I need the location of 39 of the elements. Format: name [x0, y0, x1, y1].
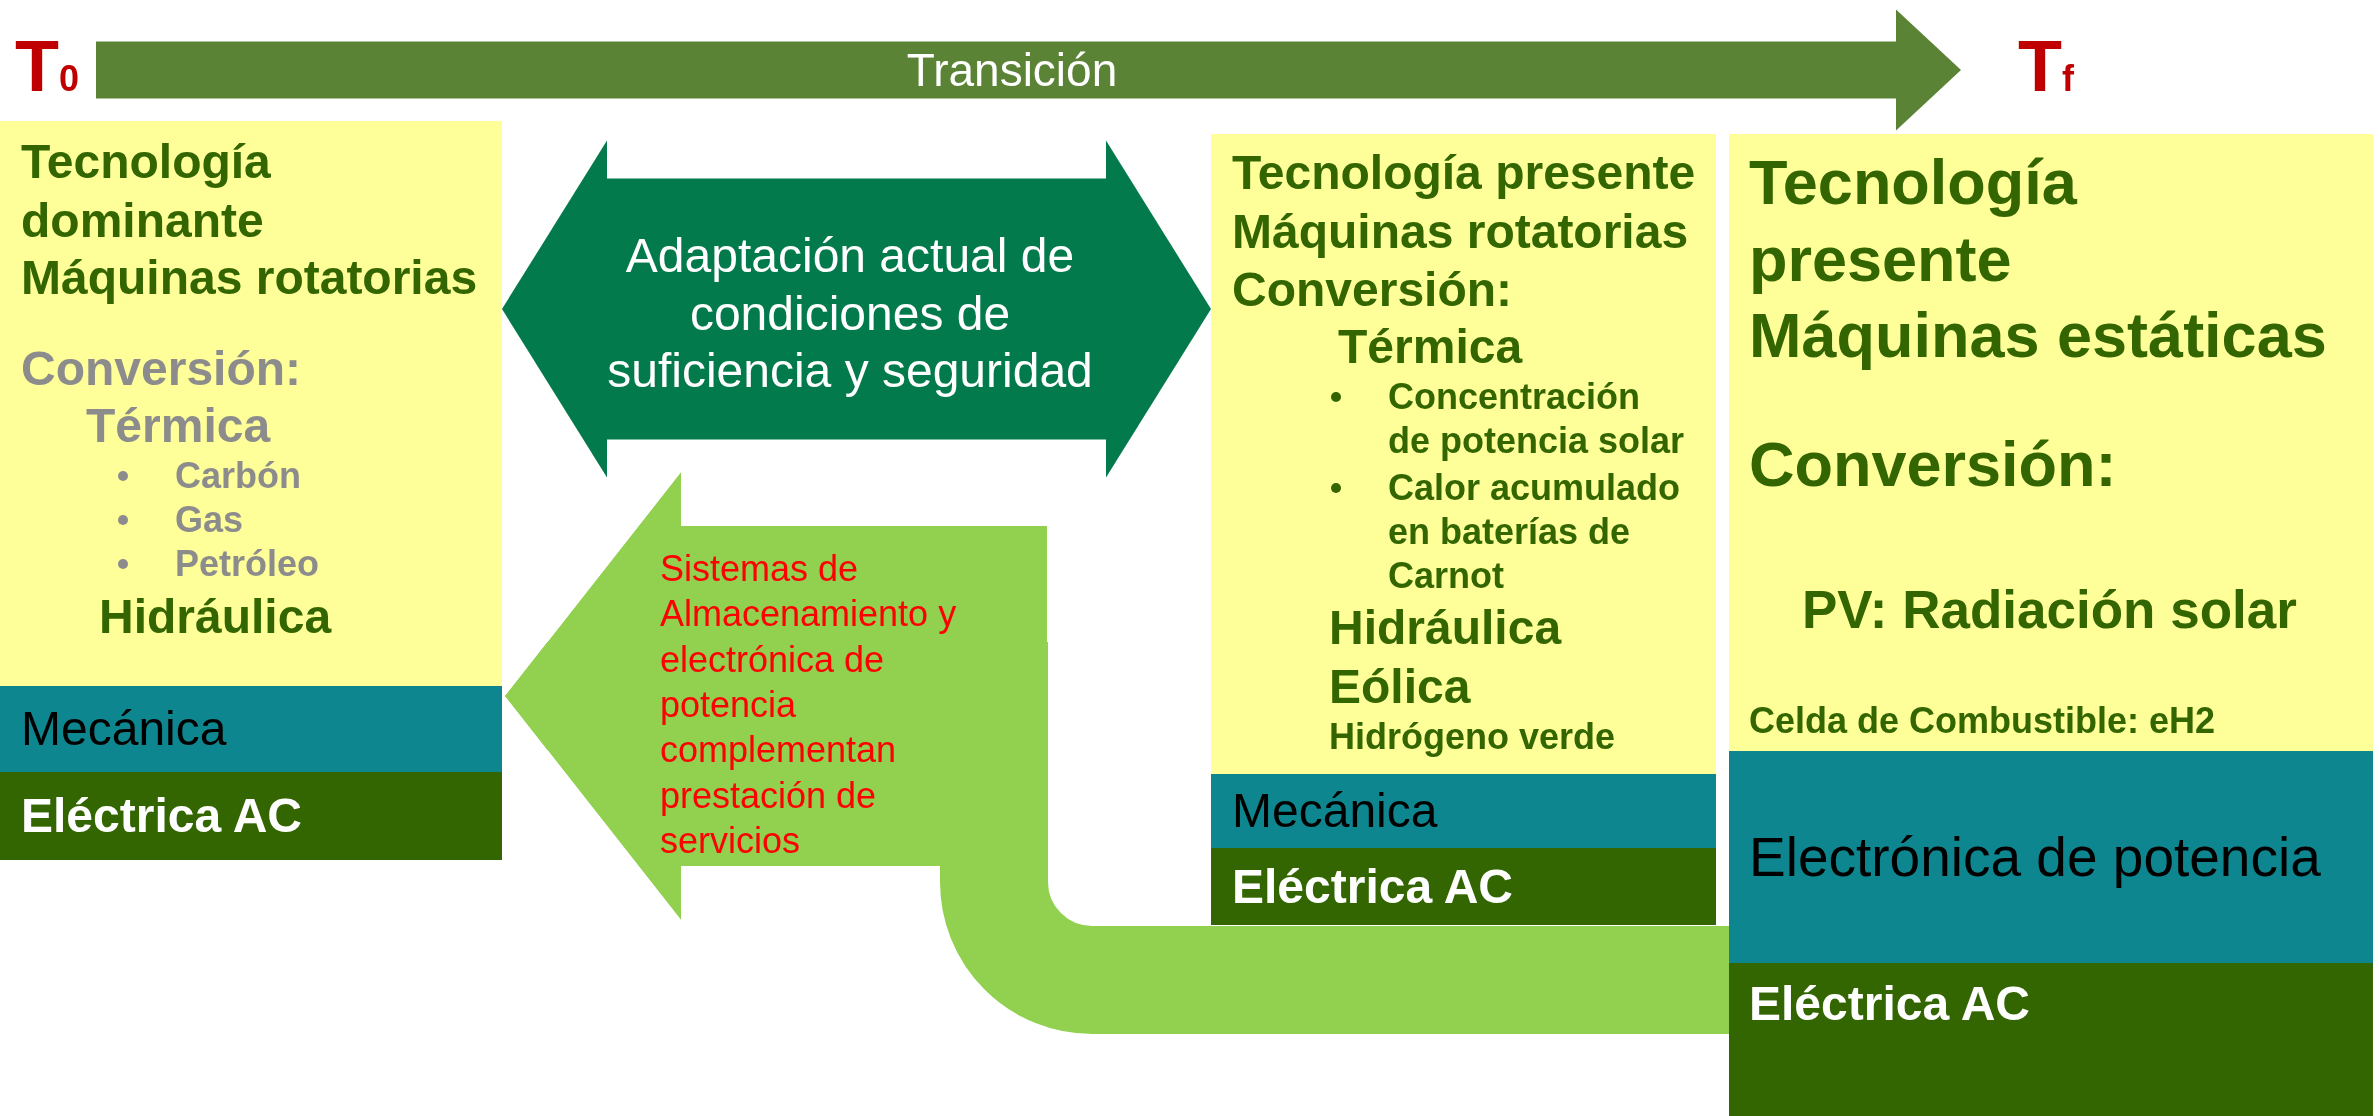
list-item: Gas [175, 498, 245, 542]
band-label: Eléctrica AC [21, 788, 302, 845]
transition-arrow [96, 9, 1961, 131]
energy-band [1729, 963, 2373, 1116]
technology-panel [1729, 134, 2373, 751]
band-label: Mecánica [1232, 783, 1438, 840]
panel-text: Térmica [1338, 319, 1524, 375]
panel-text: Conversión: [21, 341, 303, 397]
panel-text: Celda de Combustible: eH2 [1749, 699, 2217, 743]
panel-text: Tecnología dominante [21, 134, 272, 249]
panel-text: Máquinas estáticas [1749, 299, 2328, 372]
panel-text: Tecnología presente [1749, 146, 2079, 296]
panel-text: Hidrógeno verde [1329, 715, 1617, 759]
panel-text: PV: Radiación solar [1802, 579, 2298, 641]
panel-text: Térmica [86, 398, 272, 454]
list-item: Calor acumulado en baterías de Carnot [1388, 466, 1682, 598]
panel-text: Hidráulica [1329, 600, 1563, 656]
energy-band [1211, 774, 1716, 848]
panel-text: Eólica [1329, 659, 1472, 715]
panel-text: Máquinas rotatorias [21, 250, 479, 306]
panel-text: Máquinas rotatorias [1232, 204, 1690, 260]
list-item: Petróleo [175, 542, 321, 586]
list-item: Concentración de potencia solar [1388, 375, 1686, 463]
list-item: Carbón [175, 454, 302, 498]
technology-panel [1211, 134, 1716, 774]
panel-text: Conversión: [1232, 262, 1514, 318]
double-arrow [502, 140, 1211, 478]
energy-band [1729, 751, 2373, 963]
energy-band [0, 772, 502, 860]
panel-text: Conversión: [1749, 428, 2118, 501]
panel-text: Tecnología presente [1232, 145, 1697, 201]
band-label: Mecánica [21, 701, 227, 758]
technology-panel [0, 121, 502, 686]
band-label: Eléctrica AC [1232, 858, 1513, 915]
band-label: Eléctrica AC [1749, 976, 2030, 1032]
energy-band [0, 686, 502, 772]
band-label: Electrónica de potencia [1749, 825, 2321, 890]
energy-band [1211, 848, 1716, 925]
panel-text: Hidráulica [99, 589, 333, 645]
